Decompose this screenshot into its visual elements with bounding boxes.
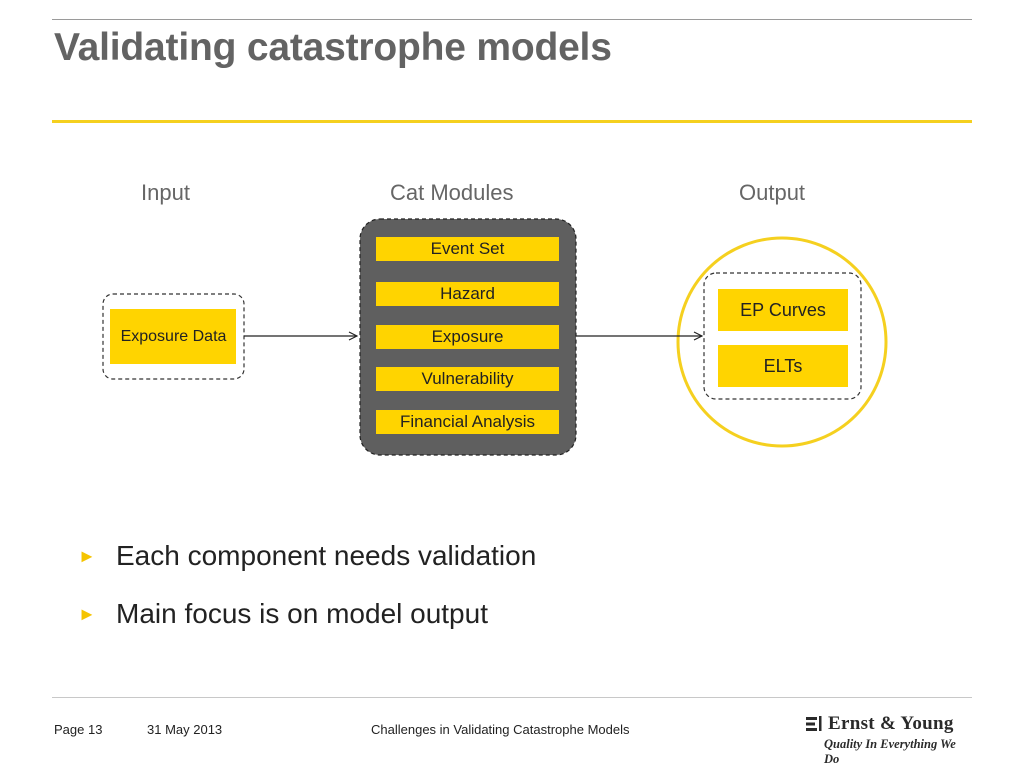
logo-wordmark: Ernst & Young	[828, 713, 954, 734]
footer-divider	[52, 697, 972, 698]
triangle-bullet-icon: ►	[78, 545, 96, 566]
module-financial-analysis: Financial Analysis	[376, 410, 559, 434]
slide-title: Validating catastrophe models	[54, 26, 612, 69]
module-exposure: Exposure	[376, 325, 559, 349]
top-divider	[52, 19, 972, 20]
column-label-input: Input	[141, 180, 190, 205]
footer-date: 31 May 2013	[147, 722, 223, 737]
column-label-output: Output	[739, 180, 806, 205]
logo-tagline: Quality In Everything We Do	[824, 737, 956, 766]
module-vulnerability: Vulnerability	[376, 367, 559, 391]
output-elts: ELTs	[718, 345, 848, 387]
bullet-text: Each component needs validation	[116, 540, 537, 571]
bullet-item: ► Each component needs validation	[78, 527, 536, 585]
triangle-bullet-icon: ►	[78, 603, 96, 624]
module-hazard: Hazard	[376, 282, 559, 306]
ey-logo-mark-icon	[806, 716, 822, 731]
page-number: Page 13	[54, 722, 103, 737]
exposure-data-box	[110, 309, 236, 364]
bullet-list: ► Each component needs validation ► Main…	[78, 527, 536, 643]
footer-presentation-title: Challenges in Validating Catastrophe Mod…	[371, 722, 630, 737]
title-underline	[52, 120, 972, 123]
exposure-data-label: Exposure Data	[120, 327, 227, 345]
bullet-item: ► Main focus is on model output	[78, 585, 536, 643]
output-ep-curves: EP Curves	[718, 289, 848, 331]
bullet-text: Main focus is on model output	[116, 598, 488, 629]
column-label-modules: Cat Modules	[390, 180, 514, 205]
module-event-set: Event Set	[376, 237, 559, 261]
ernst-young-logo: Ernst & Young Quality In Everything We D…	[806, 713, 974, 766]
